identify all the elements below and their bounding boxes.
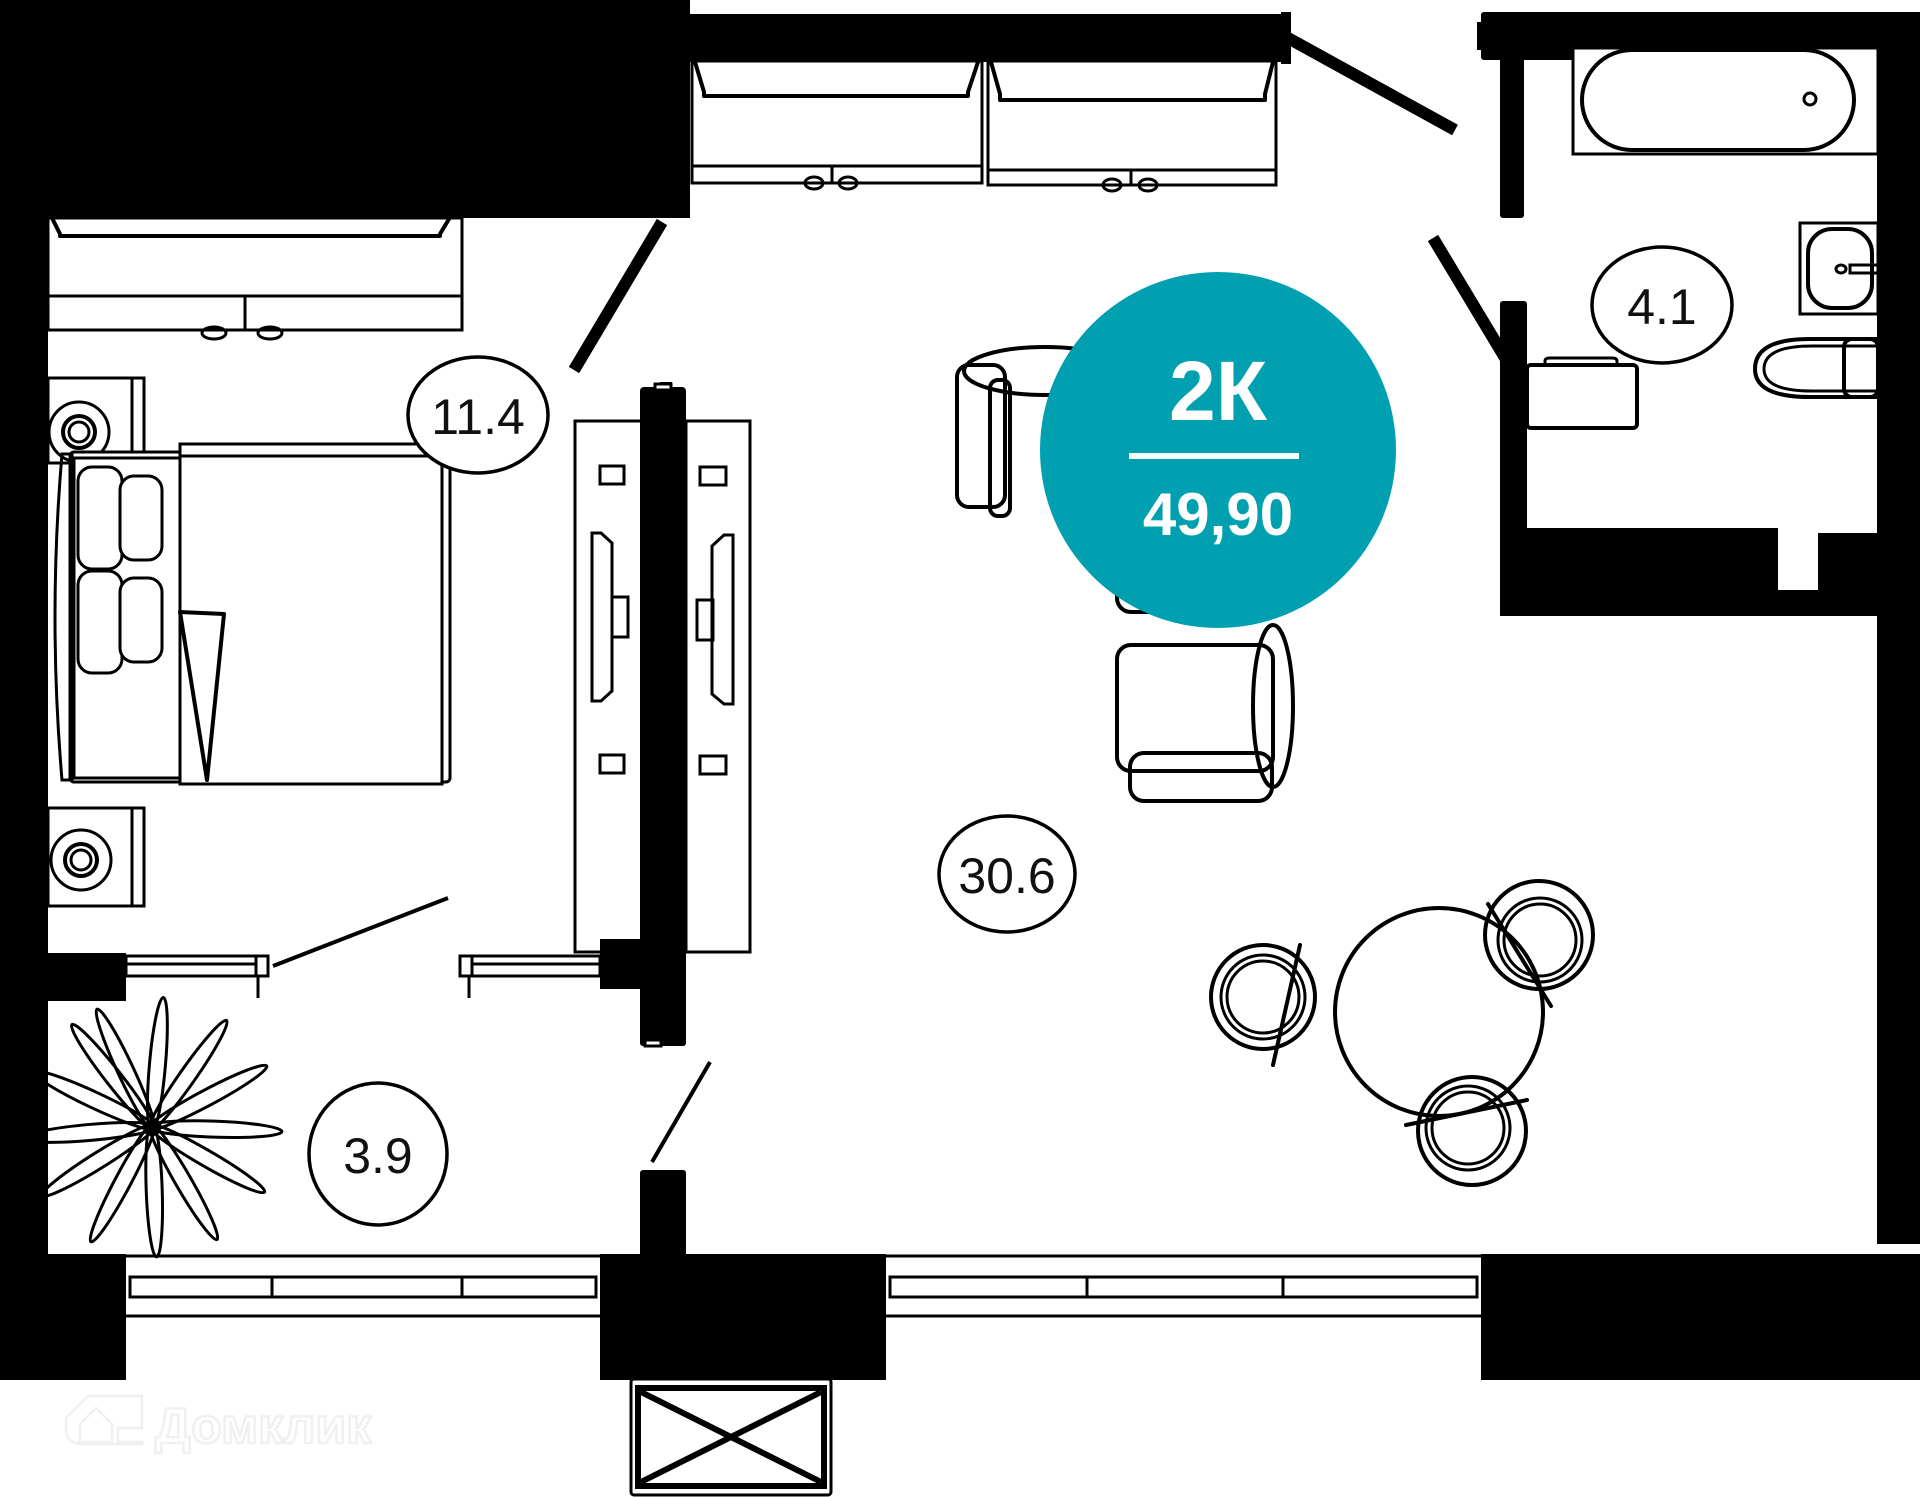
- badge-circle: [1040, 272, 1396, 628]
- door-swing-icon: [568, 218, 668, 374]
- door-swing-icon: [650, 1060, 712, 1164]
- wall-bottom-right: [1481, 1254, 1920, 1380]
- washing-machine-icon: [1525, 356, 1639, 430]
- apartment-badge: 2К 49,90: [1040, 272, 1396, 628]
- wardrobe-icon: [46, 212, 464, 341]
- wall-hall-stub-left: [48, 953, 126, 1001]
- badge-divider: [1129, 453, 1299, 459]
- svg-text:30.6: 30.6: [958, 848, 1055, 904]
- wall-bath-left-upper: [1500, 40, 1524, 218]
- windows: [0, 1254, 1481, 1380]
- room-label-living-kitchen: 30.6: [937, 814, 1077, 934]
- wall-top: [672, 14, 1290, 62]
- built-in-shelf-icon: [573, 382, 752, 1048]
- round-chair-icon: [1483, 879, 1595, 1008]
- wardrobe-icon: [690, 59, 984, 191]
- wall-partition-lower: [640, 1170, 686, 1270]
- nightstand-lamp-icon: [46, 806, 146, 908]
- double-bed-icon: [53, 442, 452, 786]
- watermark: Домклик: [64, 1394, 373, 1455]
- room-label-bathroom: 4.1: [1590, 245, 1734, 365]
- apartment-type: 2К: [1169, 344, 1268, 438]
- house-logo-icon: [64, 1394, 144, 1446]
- round-table-icon: [1333, 906, 1545, 1118]
- wall-left: [0, 0, 48, 1380]
- wall-bottom-middle: [600, 1254, 886, 1380]
- wall-right: [1877, 12, 1920, 1244]
- svg-text:11.4: 11.4: [431, 389, 525, 445]
- svg-text:3.9: 3.9: [343, 1128, 413, 1184]
- round-chair-icon: [1404, 1075, 1529, 1187]
- round-chair-icon: [1209, 943, 1317, 1067]
- apartment-total-area: 49,90: [1143, 481, 1293, 548]
- doors: [124, 32, 1516, 1164]
- door-swing-icon: [1285, 32, 1458, 136]
- wardrobe-icon: [986, 59, 1278, 193]
- sink-icon: [1798, 221, 1880, 316]
- watermark-text: Домклик: [155, 1398, 372, 1454]
- window-icon: [886, 1254, 1481, 1320]
- room-label-bedroom: 11.4: [406, 355, 550, 475]
- svg-text:4.1: 4.1: [1627, 279, 1697, 335]
- plant-icon: [20, 995, 284, 1259]
- bathtub-icon: [1571, 46, 1880, 156]
- room-label-hallway: 3.9: [307, 1081, 449, 1227]
- ventilation-shaft-icon: [629, 1377, 833, 1497]
- toilet-icon: [1753, 337, 1880, 399]
- door-swing-icon: [272, 896, 449, 968]
- door-swing-icon: [1427, 234, 1516, 370]
- nightstand-lamp-icon: [46, 376, 146, 465]
- window-icon: [126, 1254, 600, 1320]
